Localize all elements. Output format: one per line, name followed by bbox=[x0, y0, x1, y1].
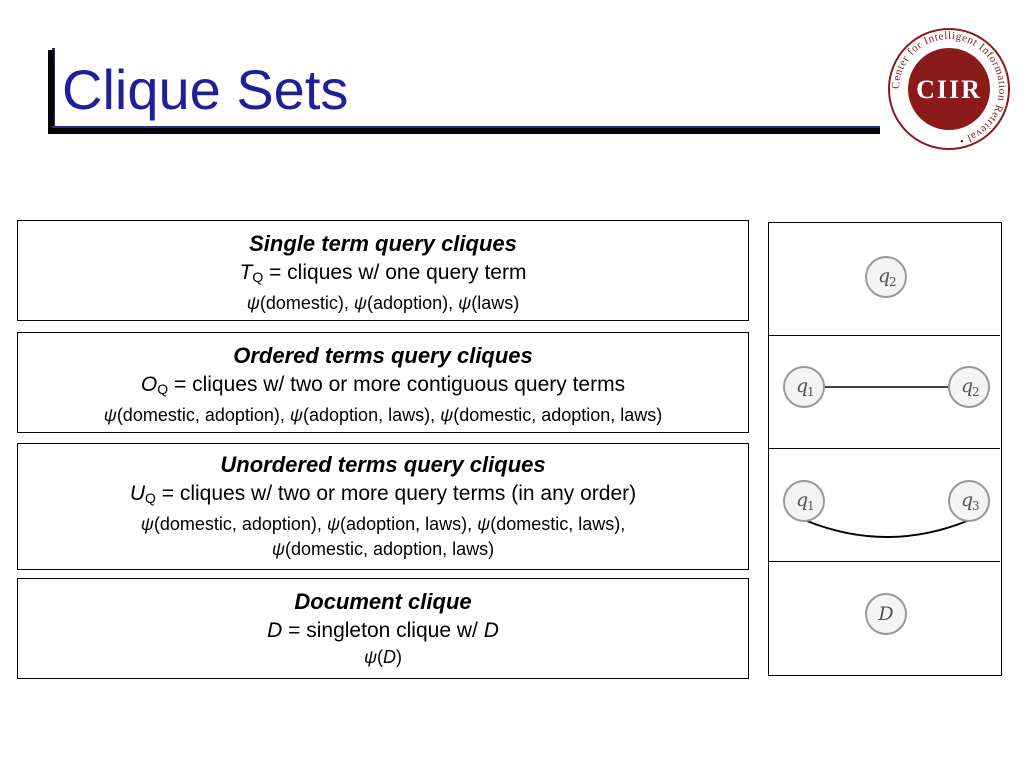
box-definition: UQ = cliques w/ two or more query terms … bbox=[18, 480, 748, 512]
set-symbol: O bbox=[140, 373, 158, 396]
ordered-terms-cliques-box: Ordered terms query cliques OQ = cliques… bbox=[17, 332, 749, 433]
title-underline bbox=[52, 128, 880, 134]
single-term-cliques-box: Single term query cliques TQ = cliques w… bbox=[17, 220, 749, 321]
clique-graph: q 1 q 3 bbox=[783, 480, 990, 538]
box-examples: ψ(domestic, adoption), ψ(adoption, laws)… bbox=[140, 514, 626, 534]
box-examples: ψ(domestic, adoption), ψ(adoption, laws)… bbox=[103, 405, 663, 425]
graph-node: q 2 bbox=[865, 256, 907, 298]
graph-node: q 2 bbox=[948, 366, 990, 408]
svg-text:q: q bbox=[796, 375, 808, 397]
svg-text:q: q bbox=[961, 489, 973, 511]
diagram-cell-unordered: q 1 q 3 bbox=[769, 449, 1000, 562]
definition-text: = cliques w/ two or more contiguous quer… bbox=[168, 373, 626, 396]
svg-text:2: 2 bbox=[889, 275, 897, 289]
box-definition: TQ = cliques w/ one query term bbox=[18, 259, 748, 291]
svg-text:D: D bbox=[877, 603, 893, 625]
box-examples: ψ(domestic), ψ(adoption), ψ(laws) bbox=[246, 293, 520, 313]
definition-text: = cliques w/ one query term bbox=[263, 261, 527, 284]
svg-text:3: 3 bbox=[972, 499, 980, 513]
box-heading: Single term query cliques bbox=[249, 231, 517, 256]
box-heading: Ordered terms query cliques bbox=[233, 343, 533, 368]
box-examples: ψ(domestic, adoption, laws) bbox=[271, 539, 495, 559]
ciir-logo: Center for Intelligent Information Retri… bbox=[888, 28, 1010, 150]
svg-text:q: q bbox=[878, 265, 890, 287]
box-heading: Unordered terms query cliques bbox=[220, 452, 546, 477]
graph-node: q 1 bbox=[783, 480, 825, 522]
graph-node: q 1 bbox=[783, 366, 825, 408]
slide-title: Clique Sets bbox=[62, 58, 349, 121]
set-subscript: Q bbox=[157, 381, 169, 397]
set-symbol: T bbox=[239, 261, 253, 284]
diagram-cell-document: D bbox=[769, 562, 1000, 674]
definition-text: = cliques w/ two or more query terms (in… bbox=[155, 482, 637, 505]
title-underline bbox=[52, 126, 880, 129]
set-symbol: D bbox=[483, 619, 499, 642]
svg-text:1: 1 bbox=[807, 385, 815, 399]
set-subscript: Q bbox=[252, 269, 264, 285]
clique-graph: D bbox=[865, 593, 907, 635]
title-accent-bar bbox=[48, 50, 54, 134]
clique-graph: q 1 q 2 bbox=[783, 366, 990, 408]
graph-edge bbox=[806, 520, 968, 538]
document-clique-box: Document clique D = singleton clique w/ … bbox=[17, 578, 749, 679]
logo-text: CIIR bbox=[916, 75, 982, 104]
box-definition: D = singleton clique w/ D bbox=[18, 617, 748, 645]
clique-diagram-panel: q 2 q 1 q 2 q 1 bbox=[768, 222, 1002, 676]
clique-graph: q 2 bbox=[865, 256, 907, 298]
diagram-cell-ordered: q 1 q 2 bbox=[769, 336, 1000, 449]
set-subscript: Q bbox=[145, 490, 156, 506]
definition-text: = singleton clique w/ bbox=[282, 619, 484, 642]
diagram-cell-single: q 2 bbox=[769, 223, 1000, 336]
set-symbol: U bbox=[129, 482, 145, 505]
graph-node: D bbox=[865, 593, 907, 635]
graph-node: q 3 bbox=[948, 480, 990, 522]
svg-text:q: q bbox=[796, 489, 808, 511]
svg-text:1: 1 bbox=[807, 499, 815, 513]
svg-text:q: q bbox=[961, 375, 973, 397]
box-examples: ψ(D) bbox=[363, 647, 403, 667]
svg-text:2: 2 bbox=[972, 385, 980, 399]
box-definition: OQ = cliques w/ two or more contiguous q… bbox=[18, 371, 748, 403]
box-heading: Document clique bbox=[294, 589, 472, 614]
set-symbol: D bbox=[267, 619, 283, 642]
unordered-terms-cliques-box: Unordered terms query cliques UQ = cliqu… bbox=[17, 443, 749, 570]
